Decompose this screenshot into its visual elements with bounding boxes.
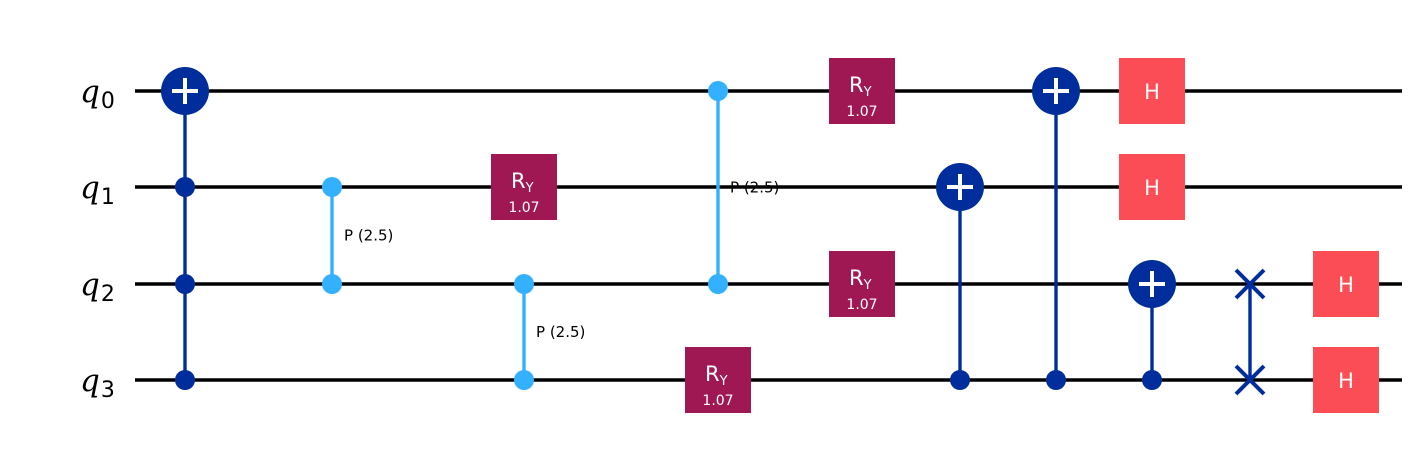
control-dot: [950, 370, 970, 390]
control-dot: [175, 177, 195, 197]
cx-target-8: [936, 163, 984, 211]
ry-gate-label: RY: [705, 362, 728, 389]
cp-dot: [708, 81, 728, 101]
qubit-label-1: q1: [80, 170, 115, 210]
ry-gate-box: [491, 154, 557, 220]
ry-gate-box: [829, 251, 895, 317]
h-gate-box: [1119, 154, 1185, 220]
phase-label: P (2.5): [344, 227, 393, 245]
cp-dot: [514, 370, 534, 390]
qubit-label-3: q3: [80, 363, 115, 403]
cp-dot: [322, 177, 342, 197]
cp-dot: [514, 274, 534, 294]
ry-gate-label: RY: [849, 73, 872, 100]
h-gate-box: [1313, 347, 1379, 413]
control-dot: [175, 370, 195, 390]
phase-label: P (2.5): [536, 323, 585, 341]
cp-dot: [708, 274, 728, 294]
control-dot: [175, 274, 195, 294]
control-dot: [1142, 370, 1162, 390]
ry-gate-label: RY: [511, 169, 534, 196]
cx-target-12: [1128, 260, 1176, 308]
h-gate-box: [1313, 251, 1379, 317]
ry-gate-box: [685, 347, 751, 413]
ry-gate-param: 1.07: [508, 200, 539, 216]
qubit-label-2: q2: [80, 267, 115, 307]
control-dot: [1046, 370, 1066, 390]
h-gate-box: [1119, 58, 1185, 124]
ry-gate-box: [829, 58, 895, 124]
phase-label: P (2.5): [730, 179, 779, 197]
ry-gate-param: 1.07: [846, 104, 877, 120]
h-gate-label: H: [1338, 369, 1354, 393]
cp-dot: [322, 274, 342, 294]
swap-cross: [1234, 268, 1266, 300]
h-gate-label: H: [1144, 176, 1160, 200]
ry-gate-param: 1.07: [702, 393, 733, 409]
cx-target-0: [161, 67, 209, 115]
ry-gate-param: 1.07: [846, 297, 877, 313]
ry-gate-label: RY: [849, 266, 872, 293]
h-gate-label: H: [1144, 80, 1160, 104]
h-gate-label: H: [1338, 273, 1354, 297]
qubit-label-0: q0: [80, 74, 115, 114]
swap-cross: [1234, 364, 1266, 396]
cx-target-9: [1032, 67, 1080, 115]
